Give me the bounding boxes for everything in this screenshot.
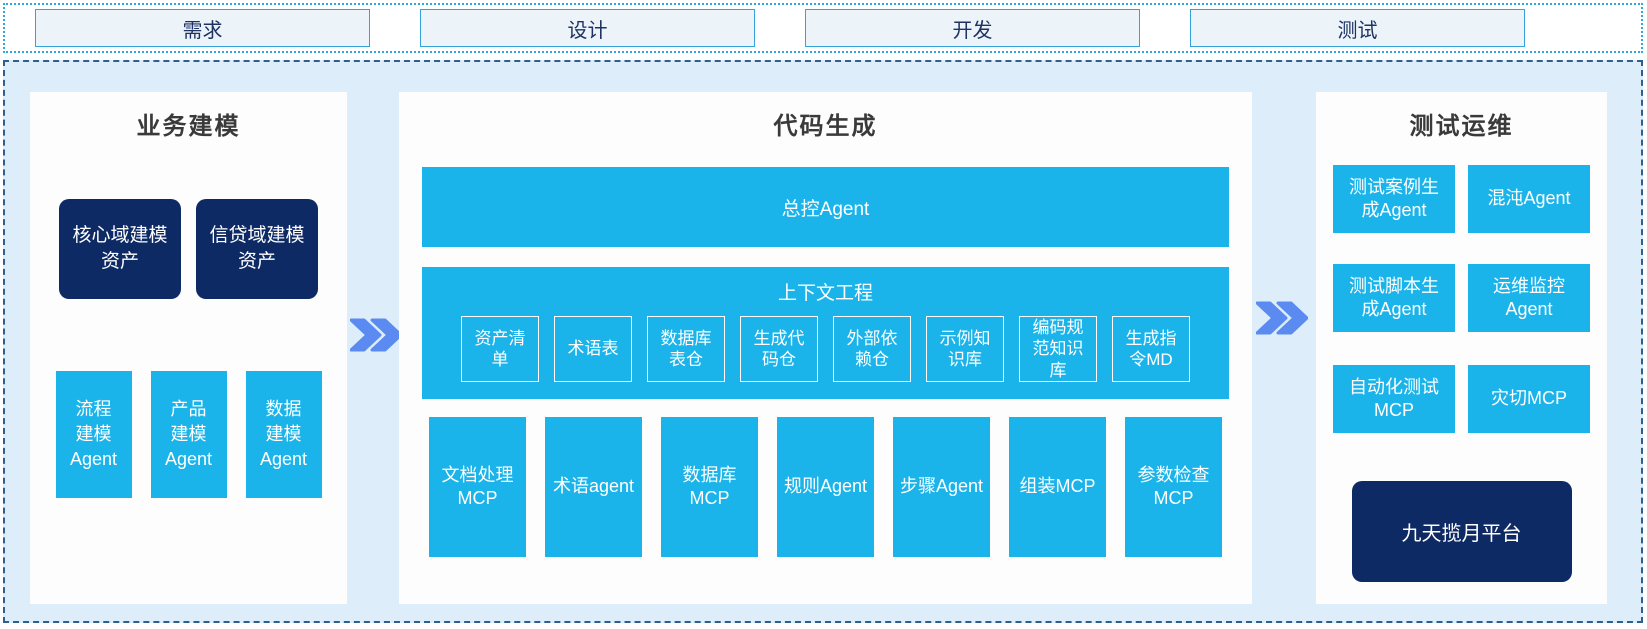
node-database-mcp: 数据库MCP bbox=[661, 417, 758, 557]
node-chaos-agent: 混沌Agent bbox=[1468, 165, 1590, 233]
node-credit-domain-assets: 信贷域建模资产 bbox=[196, 199, 318, 299]
testops-row-1: 测试案例生成Agent 混沌Agent bbox=[1316, 165, 1607, 233]
node-master-agent: 总控Agent bbox=[422, 167, 1229, 247]
node-coding-standard-knowledge-base: 编码规范知识库 bbox=[1019, 316, 1097, 382]
panel-test-ops: 测试运维 测试案例生成Agent 混沌Agent 测试脚本生成Agent 运维监… bbox=[1316, 92, 1607, 604]
phase-box-testing: 测试 bbox=[1190, 9, 1525, 47]
node-example-knowledge-base: 示例知识库 bbox=[926, 316, 1004, 382]
node-test-script-gen-agent: 测试脚本生成Agent bbox=[1333, 264, 1455, 332]
main-canvas: 业务建模 核心域建模资产 信贷域建模资产 流程建模Agent 产品建模Agent… bbox=[3, 60, 1643, 623]
business-agent-row: 流程建模Agent 产品建模Agent 数据建模Agent bbox=[30, 371, 347, 498]
panel-code-generation: 代码生成 总控Agent 上下文工程 资产清单 术语表 数据库表仓 生成代码仓 … bbox=[399, 92, 1252, 604]
node-asset-list: 资产清单 bbox=[461, 316, 539, 382]
node-rule-agent: 规则Agent bbox=[777, 417, 874, 557]
context-engineering-block: 上下文工程 资产清单 术语表 数据库表仓 生成代码仓 外部依赖仓 示例知识库 编… bbox=[422, 267, 1229, 399]
node-product-modeling-agent: 产品建模Agent bbox=[150, 371, 227, 498]
node-glossary: 术语表 bbox=[554, 316, 632, 382]
node-test-case-gen-agent: 测试案例生成Agent bbox=[1333, 165, 1455, 233]
node-step-agent: 步骤Agent bbox=[893, 417, 990, 557]
panel-title-code-generation: 代码生成 bbox=[773, 113, 878, 140]
node-param-check-mcp: 参数检查MCP bbox=[1125, 417, 1222, 557]
node-process-modeling-agent: 流程建模Agent bbox=[55, 371, 132, 498]
node-doc-processing-mcp: 文档处理MCP bbox=[429, 417, 526, 557]
node-ops-monitor-agent: 运维监控Agent bbox=[1468, 264, 1590, 332]
panel-business-modeling: 业务建模 核心域建模资产 信贷域建模资产 流程建模Agent 产品建模Agent… bbox=[30, 92, 347, 604]
node-external-dependency-repo: 外部依赖仓 bbox=[833, 316, 911, 382]
node-jiutian-lanyue-platform: 九天揽月平台 bbox=[1351, 481, 1572, 582]
node-generated-code-repo: 生成代码仓 bbox=[740, 316, 818, 382]
panel-title-test-ops: 测试运维 bbox=[1409, 113, 1514, 140]
node-core-domain-assets: 核心域建模资产 bbox=[59, 199, 181, 299]
context-item-row: 资产清单 术语表 数据库表仓 生成代码仓 外部依赖仓 示例知识库 编码规范知识库… bbox=[422, 316, 1229, 382]
testops-row-3: 自动化测试MCP 灾切MCP bbox=[1316, 365, 1607, 433]
codegen-tools-row: 文档处理MCP 术语agent 数据库MCP 规则Agent 步骤Agent 组… bbox=[399, 417, 1252, 557]
context-engineering-title: 上下文工程 bbox=[777, 283, 873, 304]
phase-box-development: 开发 bbox=[805, 9, 1140, 47]
node-assembly-mcp: 组装MCP bbox=[1009, 417, 1106, 557]
node-auto-test-mcp: 自动化测试MCP bbox=[1333, 365, 1455, 433]
node-data-modeling-agent: 数据建模Agent bbox=[245, 371, 322, 498]
node-generation-instruction-md: 生成指令MD bbox=[1112, 316, 1190, 382]
node-disaster-switch-mcp: 灾切MCP bbox=[1468, 365, 1590, 433]
node-glossary-agent: 术语agent bbox=[545, 417, 642, 557]
panel-title-business-modeling: 业务建模 bbox=[136, 113, 241, 140]
testops-row-2: 测试脚本生成Agent 运维监控Agent bbox=[1316, 264, 1607, 332]
phase-strip: 需求 设计 开发 测试 bbox=[3, 3, 1643, 53]
double-chevron-right-icon bbox=[1256, 301, 1308, 335]
phase-box-requirements: 需求 bbox=[35, 9, 370, 47]
node-db-table-repo: 数据库表仓 bbox=[647, 316, 725, 382]
double-chevron-right-icon bbox=[350, 318, 402, 352]
business-asset-row: 核心域建模资产 信贷域建模资产 bbox=[30, 199, 347, 299]
phase-box-design: 设计 bbox=[420, 9, 755, 47]
